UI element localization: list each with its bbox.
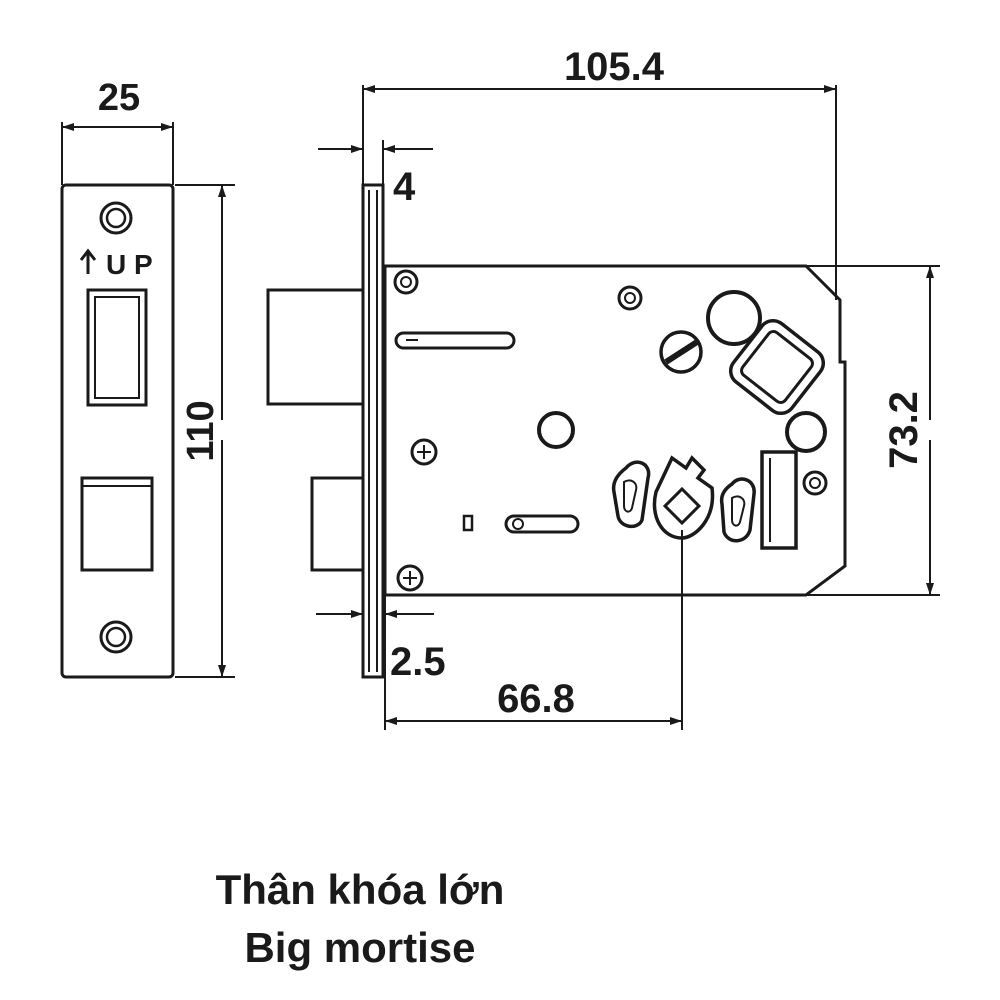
dim-label-overall-depth: 105.4 — [564, 45, 665, 89]
faceplate-outline — [60, 183, 175, 679]
dim-faceplate-height — [175, 184, 235, 678]
faceplate-front-view — [60, 183, 175, 679]
lever-hub — [728, 318, 826, 416]
dim-faceplate-thickness — [318, 140, 433, 185]
dim-faceplate-width — [61, 122, 174, 185]
deadbolt-opening — [80, 476, 154, 572]
trigger-bar — [760, 450, 798, 550]
latch-opening — [86, 288, 148, 407]
latch-opening-inner — [94, 296, 140, 399]
dim-label-faceplate-thickness: 4 — [393, 165, 416, 209]
up-marking: U P — [106, 249, 153, 280]
caption-english: Big mortise — [244, 924, 476, 971]
dim-label-plate-offset: 2.5 — [390, 640, 446, 684]
upper-slot — [394, 331, 516, 350]
lower-slot — [504, 514, 580, 534]
faceplate-top-screw-inner — [105, 207, 127, 229]
lock-side-view — [266, 183, 847, 679]
cylinder-cam — [652, 455, 715, 540]
caption-vietnamese: Thân khóa lớn — [215, 866, 505, 913]
case-screw-right — [802, 470, 828, 496]
dim-label-backset: 66.8 — [497, 677, 575, 721]
faceplate-top-screw-hole — [99, 201, 133, 235]
follower-hub-bottom — [785, 411, 827, 453]
dim-label-case-height: 73.2 — [882, 391, 926, 469]
dim-label-faceplate-height: 110 — [180, 400, 222, 461]
center-hole — [537, 411, 575, 449]
case-screw-mid-left — [410, 438, 438, 466]
up-arrow-icon — [79, 248, 97, 274]
dim-backset — [385, 530, 683, 730]
right-cam-lever — [719, 477, 756, 543]
forend-plate-side — [361, 183, 385, 679]
left-cam-lever — [611, 460, 651, 529]
case-screw-top-mid — [617, 285, 643, 311]
faceplate-bottom-screw-hole — [99, 620, 133, 654]
small-square-mark — [462, 514, 474, 532]
follower-hub-top — [706, 290, 762, 346]
latch-bolt — [266, 288, 365, 406]
faceplate-bottom-screw-inner — [105, 626, 127, 648]
slotted-cam — [659, 330, 703, 374]
dim-plate-offset — [316, 595, 434, 730]
case-screw-bottom-left — [396, 564, 424, 592]
dim-overall-depth — [362, 85, 837, 300]
dim-label-faceplate-width: 25 — [98, 77, 140, 119]
deadbolt — [310, 476, 365, 572]
dim-case-height — [806, 265, 940, 596]
case-screw-top-left — [393, 269, 419, 295]
lock-case-body — [383, 264, 847, 597]
